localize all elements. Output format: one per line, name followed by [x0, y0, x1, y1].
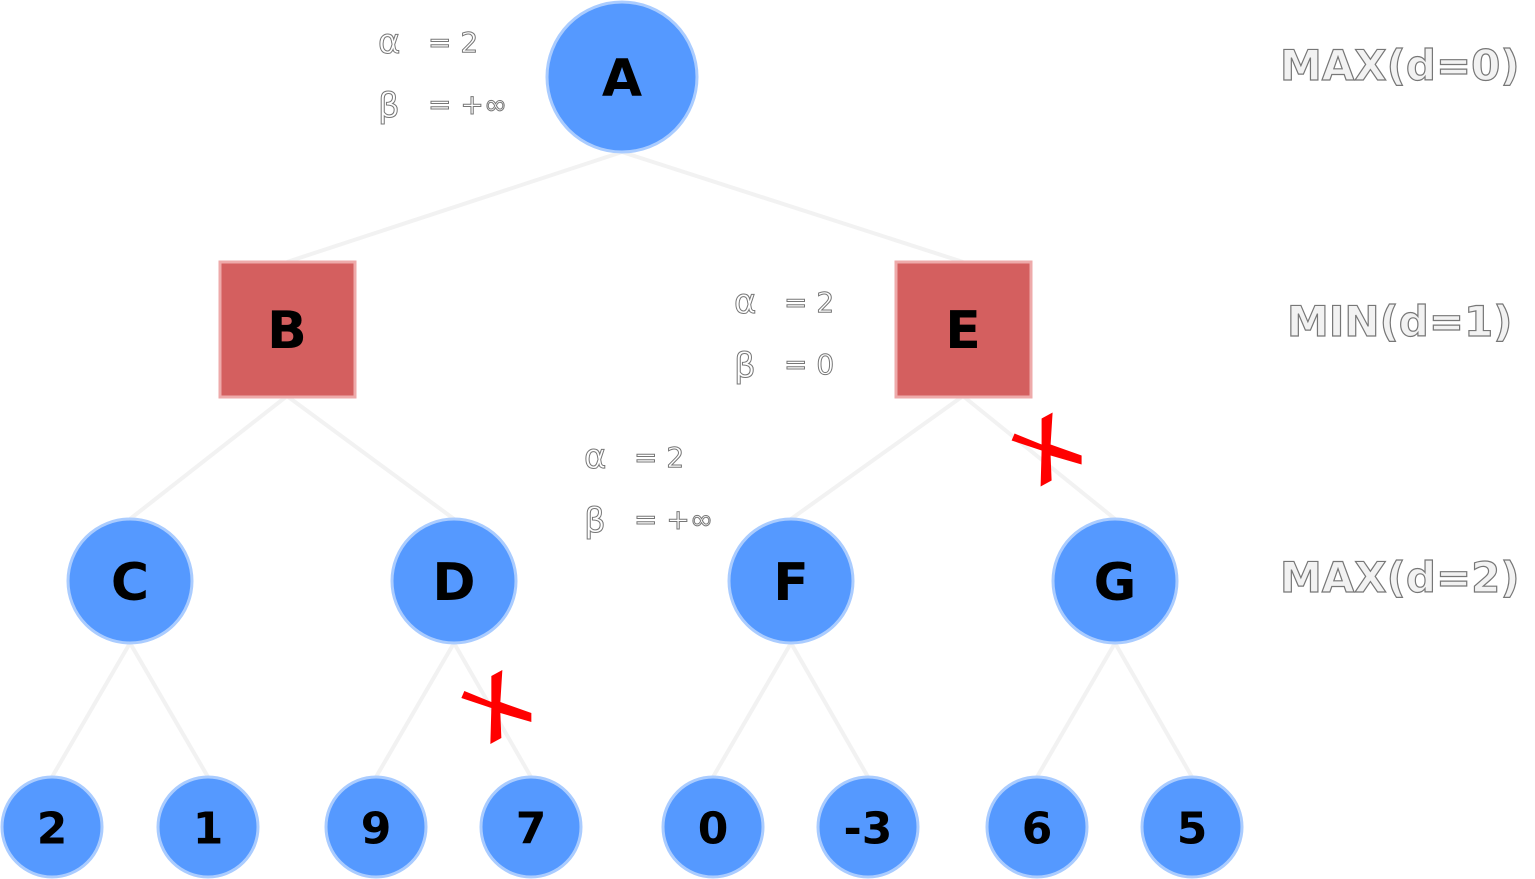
- min-node-square: [218, 260, 357, 399]
- node-label: 2: [37, 804, 68, 855]
- leaf-node-circle: [479, 775, 583, 879]
- node-D: D: [390, 517, 518, 645]
- node-label: 5: [1177, 804, 1208, 855]
- edge-F-L6: [789, 642, 870, 778]
- edge-B-D: [285, 394, 456, 521]
- ann-F: α = 2 β = +∞: [584, 437, 714, 542]
- beta-symbol: β: [734, 346, 756, 386]
- leaf-node-circle: [816, 775, 920, 879]
- edge-D-L3: [374, 641, 456, 779]
- edge-F-L5: [711, 641, 793, 779]
- prune-x-icon: [1011, 412, 1082, 487]
- node-label: 9: [361, 804, 392, 855]
- prune-marks: [461, 412, 1082, 744]
- leaf-node-circle: [661, 775, 765, 879]
- node-label: -3: [844, 804, 893, 855]
- alpha-value: = 2: [634, 441, 684, 474]
- beta-symbol: β: [378, 86, 400, 126]
- beta-value: = +∞: [634, 503, 713, 536]
- node-label: 1: [193, 804, 224, 855]
- node-label: E: [945, 301, 981, 361]
- level-label-0: MAX(d=0): [1280, 41, 1520, 90]
- edge-A-E: [621, 150, 964, 264]
- leaf-node-circle: [985, 775, 1089, 879]
- edge-C-L1: [50, 641, 132, 779]
- beta-symbol: β: [584, 501, 606, 541]
- max-node-circle: [390, 517, 518, 645]
- leaf-node-circle: [324, 775, 428, 879]
- node-L7: 6: [985, 775, 1089, 879]
- node-C: C: [66, 517, 194, 645]
- node-F: F: [727, 517, 855, 645]
- nodes: A B E C D F G 2 1 9 7 0 -3 6 5: [0, 0, 1244, 879]
- node-L2: 1: [156, 775, 260, 879]
- edges: [50, 150, 1194, 779]
- node-label: A: [602, 49, 642, 109]
- node-L4: 7: [479, 775, 583, 879]
- alpha-symbol: α: [584, 437, 606, 477]
- alpha-value: = 2: [784, 286, 834, 319]
- alpha-symbol: α: [378, 22, 400, 62]
- node-L8: 5: [1140, 775, 1244, 879]
- leaf-node-circle: [0, 775, 104, 879]
- beta-value: = +∞: [428, 88, 507, 121]
- level-label-1: MIN(d=1): [1287, 297, 1512, 346]
- min-node-square: [894, 260, 1033, 399]
- node-A: A: [545, 0, 699, 154]
- beta-value: = 0: [784, 348, 834, 381]
- alpha-symbol: α: [734, 282, 756, 322]
- level-labels: MAX(d=0) MIN(d=1) MAX(d=2): [1279, 40, 1520, 602]
- max-node-circle: [66, 517, 194, 645]
- max-node-circle: [545, 0, 699, 154]
- edge-G-L7: [1035, 641, 1117, 779]
- node-label: C: [111, 553, 149, 613]
- alpha-beta-annotations: α = 2 β = +∞ α = 2 β = 0 α = 2 β = +∞: [378, 22, 835, 542]
- node-label: 7: [516, 804, 547, 855]
- leaf-node-circle: [156, 775, 260, 879]
- edge-G-L8: [1113, 642, 1194, 778]
- node-L1: 2: [0, 775, 104, 879]
- prune-x-icon: [461, 670, 532, 744]
- edge-E-F: [789, 394, 965, 521]
- node-label: B: [267, 301, 307, 361]
- node-label: G: [1094, 553, 1137, 613]
- node-G: G: [1051, 517, 1179, 645]
- edge-C-L2: [128, 641, 210, 779]
- alpha-value: = 2: [428, 26, 478, 59]
- max-node-circle: [1051, 517, 1179, 645]
- node-label: 6: [1022, 804, 1053, 855]
- node-label: 0: [698, 804, 729, 855]
- node-L6: -3: [816, 775, 920, 879]
- node-L3: 9: [324, 775, 428, 879]
- max-node-circle: [727, 517, 855, 645]
- ann-E: α = 2 β = 0: [734, 282, 835, 387]
- leaf-node-circle: [1140, 775, 1244, 879]
- ann-A: α = 2 β = +∞: [378, 22, 508, 127]
- node-label: F: [773, 553, 809, 613]
- node-B: B: [218, 260, 357, 399]
- node-L5: 0: [661, 775, 765, 879]
- edge-E-G: [961, 394, 1117, 521]
- node-E: E: [894, 260, 1033, 399]
- edge-B-C: [128, 394, 289, 521]
- edge-A-B: [286, 150, 623, 264]
- level-label-2: MAX(d=2): [1280, 553, 1520, 602]
- node-label: D: [432, 553, 475, 613]
